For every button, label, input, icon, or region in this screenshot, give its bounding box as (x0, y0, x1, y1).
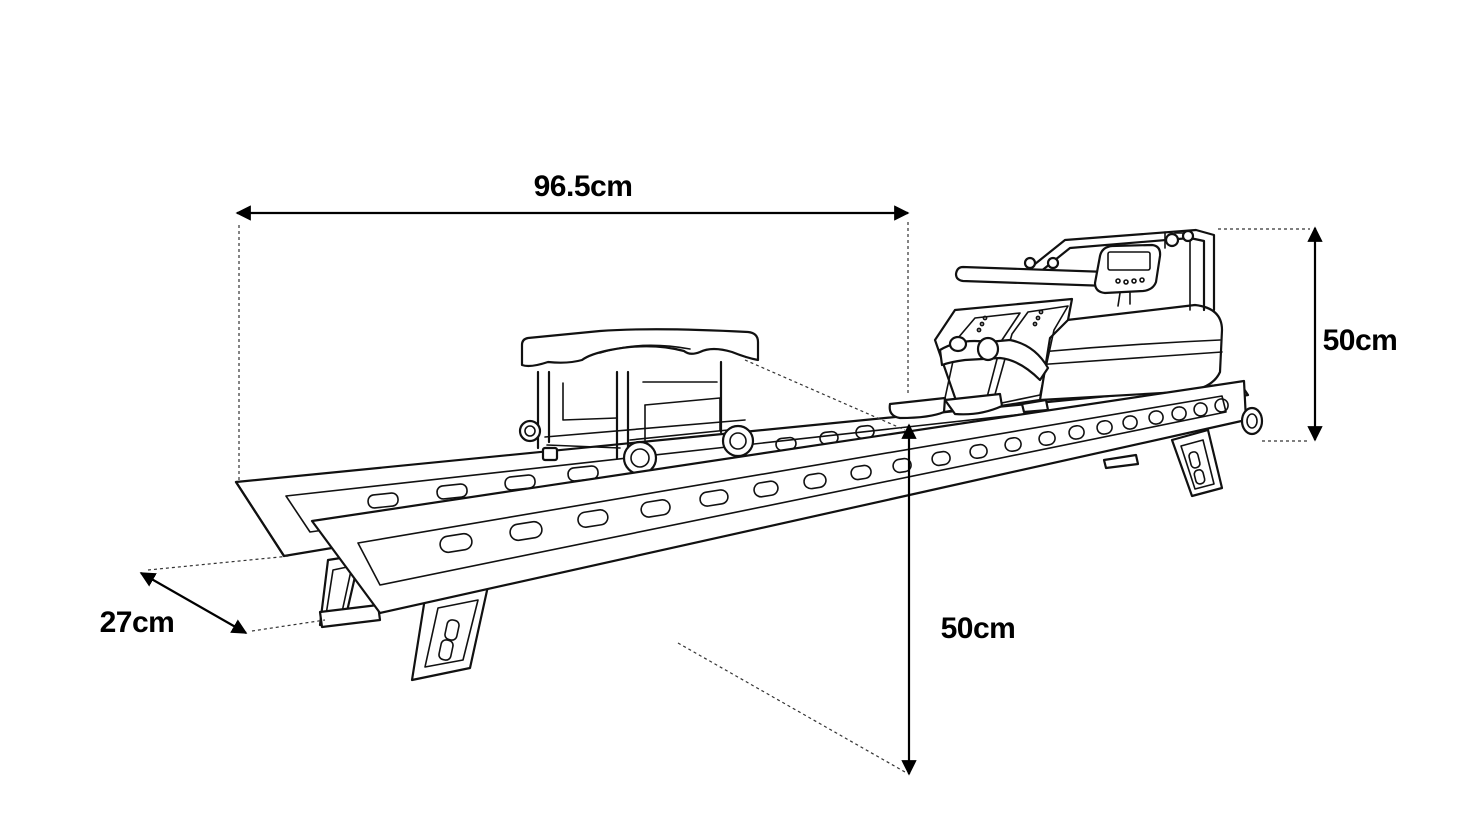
dimension-height-rear-label: 50cm (1323, 324, 1398, 357)
monitor (1093, 243, 1162, 307)
upright-frame (954, 228, 1216, 312)
rear-leg-right (410, 584, 490, 682)
dimension-length-label: 96.5cm (534, 170, 633, 203)
dimension-height-rear: 50cm (1218, 226, 1398, 442)
dimension-height-front: 50cm (677, 359, 1016, 776)
foot-plate-holes (976, 309, 1044, 333)
seat (518, 328, 760, 476)
foot-plates (888, 297, 1074, 420)
water-tank (1018, 303, 1224, 402)
dimension-length: 96.5cm (235, 170, 910, 480)
dimension-width-label: 27cm (100, 606, 175, 639)
front-leg (1102, 428, 1224, 498)
rail-front (310, 379, 1264, 615)
dimension-width: 27cm (100, 555, 326, 639)
dimension-height-front-label: 50cm (941, 612, 1016, 645)
rail-front-slots (439, 398, 1229, 554)
